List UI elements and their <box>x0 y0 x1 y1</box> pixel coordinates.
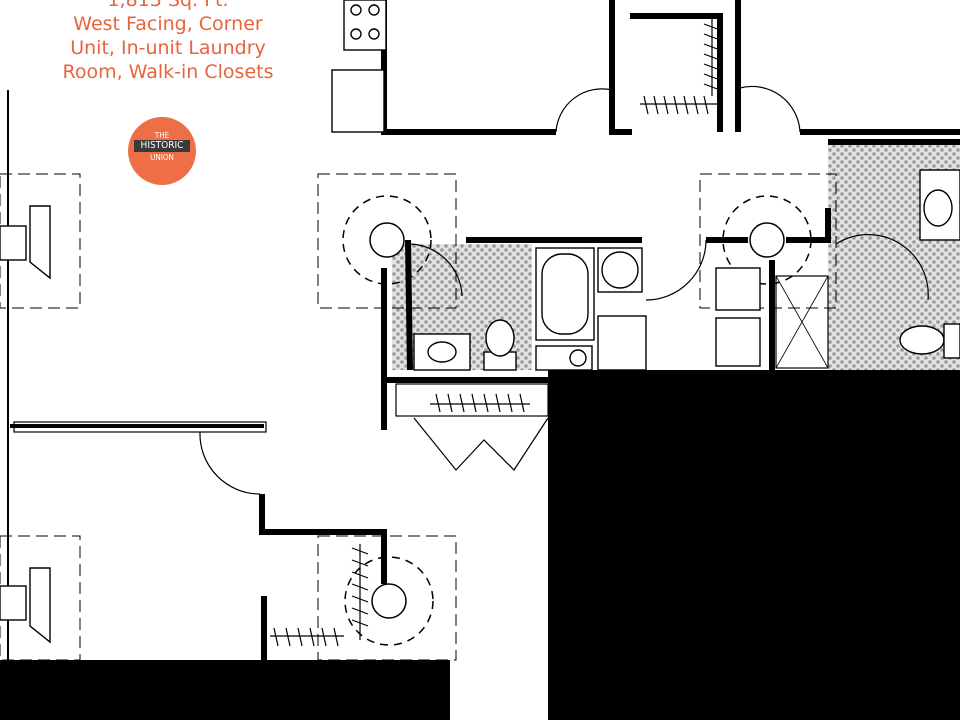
caption-line-area: 1,813 Sq. Ft. <box>107 0 229 11</box>
logo-top-text: THE <box>154 131 170 140</box>
logo-middle-text: HISTORIC <box>134 140 190 152</box>
caption-line-laundry: Unit, In-unit Laundry <box>70 37 266 59</box>
fixtures <box>0 0 960 644</box>
caption-line-facing: West Facing, Corner <box>73 13 263 35</box>
closet-rods <box>270 18 721 647</box>
bathroom-tile-floors <box>392 142 960 370</box>
historic-union-logo: THE HISTORIC UNION <box>128 117 196 185</box>
redacted-region-right <box>548 370 960 720</box>
caption-line-closets: Room, Walk-in Closets <box>62 61 274 83</box>
listing-caption: 1,813 Sq. Ft. West Facing, Corner Unit, … <box>38 0 298 84</box>
wall-outlines <box>13 275 829 471</box>
ceiling-fans <box>342 195 812 646</box>
redacted-region-bottom <box>0 660 450 720</box>
logo-bottom-text: UNION <box>150 153 174 162</box>
door-swings <box>199 85 929 495</box>
